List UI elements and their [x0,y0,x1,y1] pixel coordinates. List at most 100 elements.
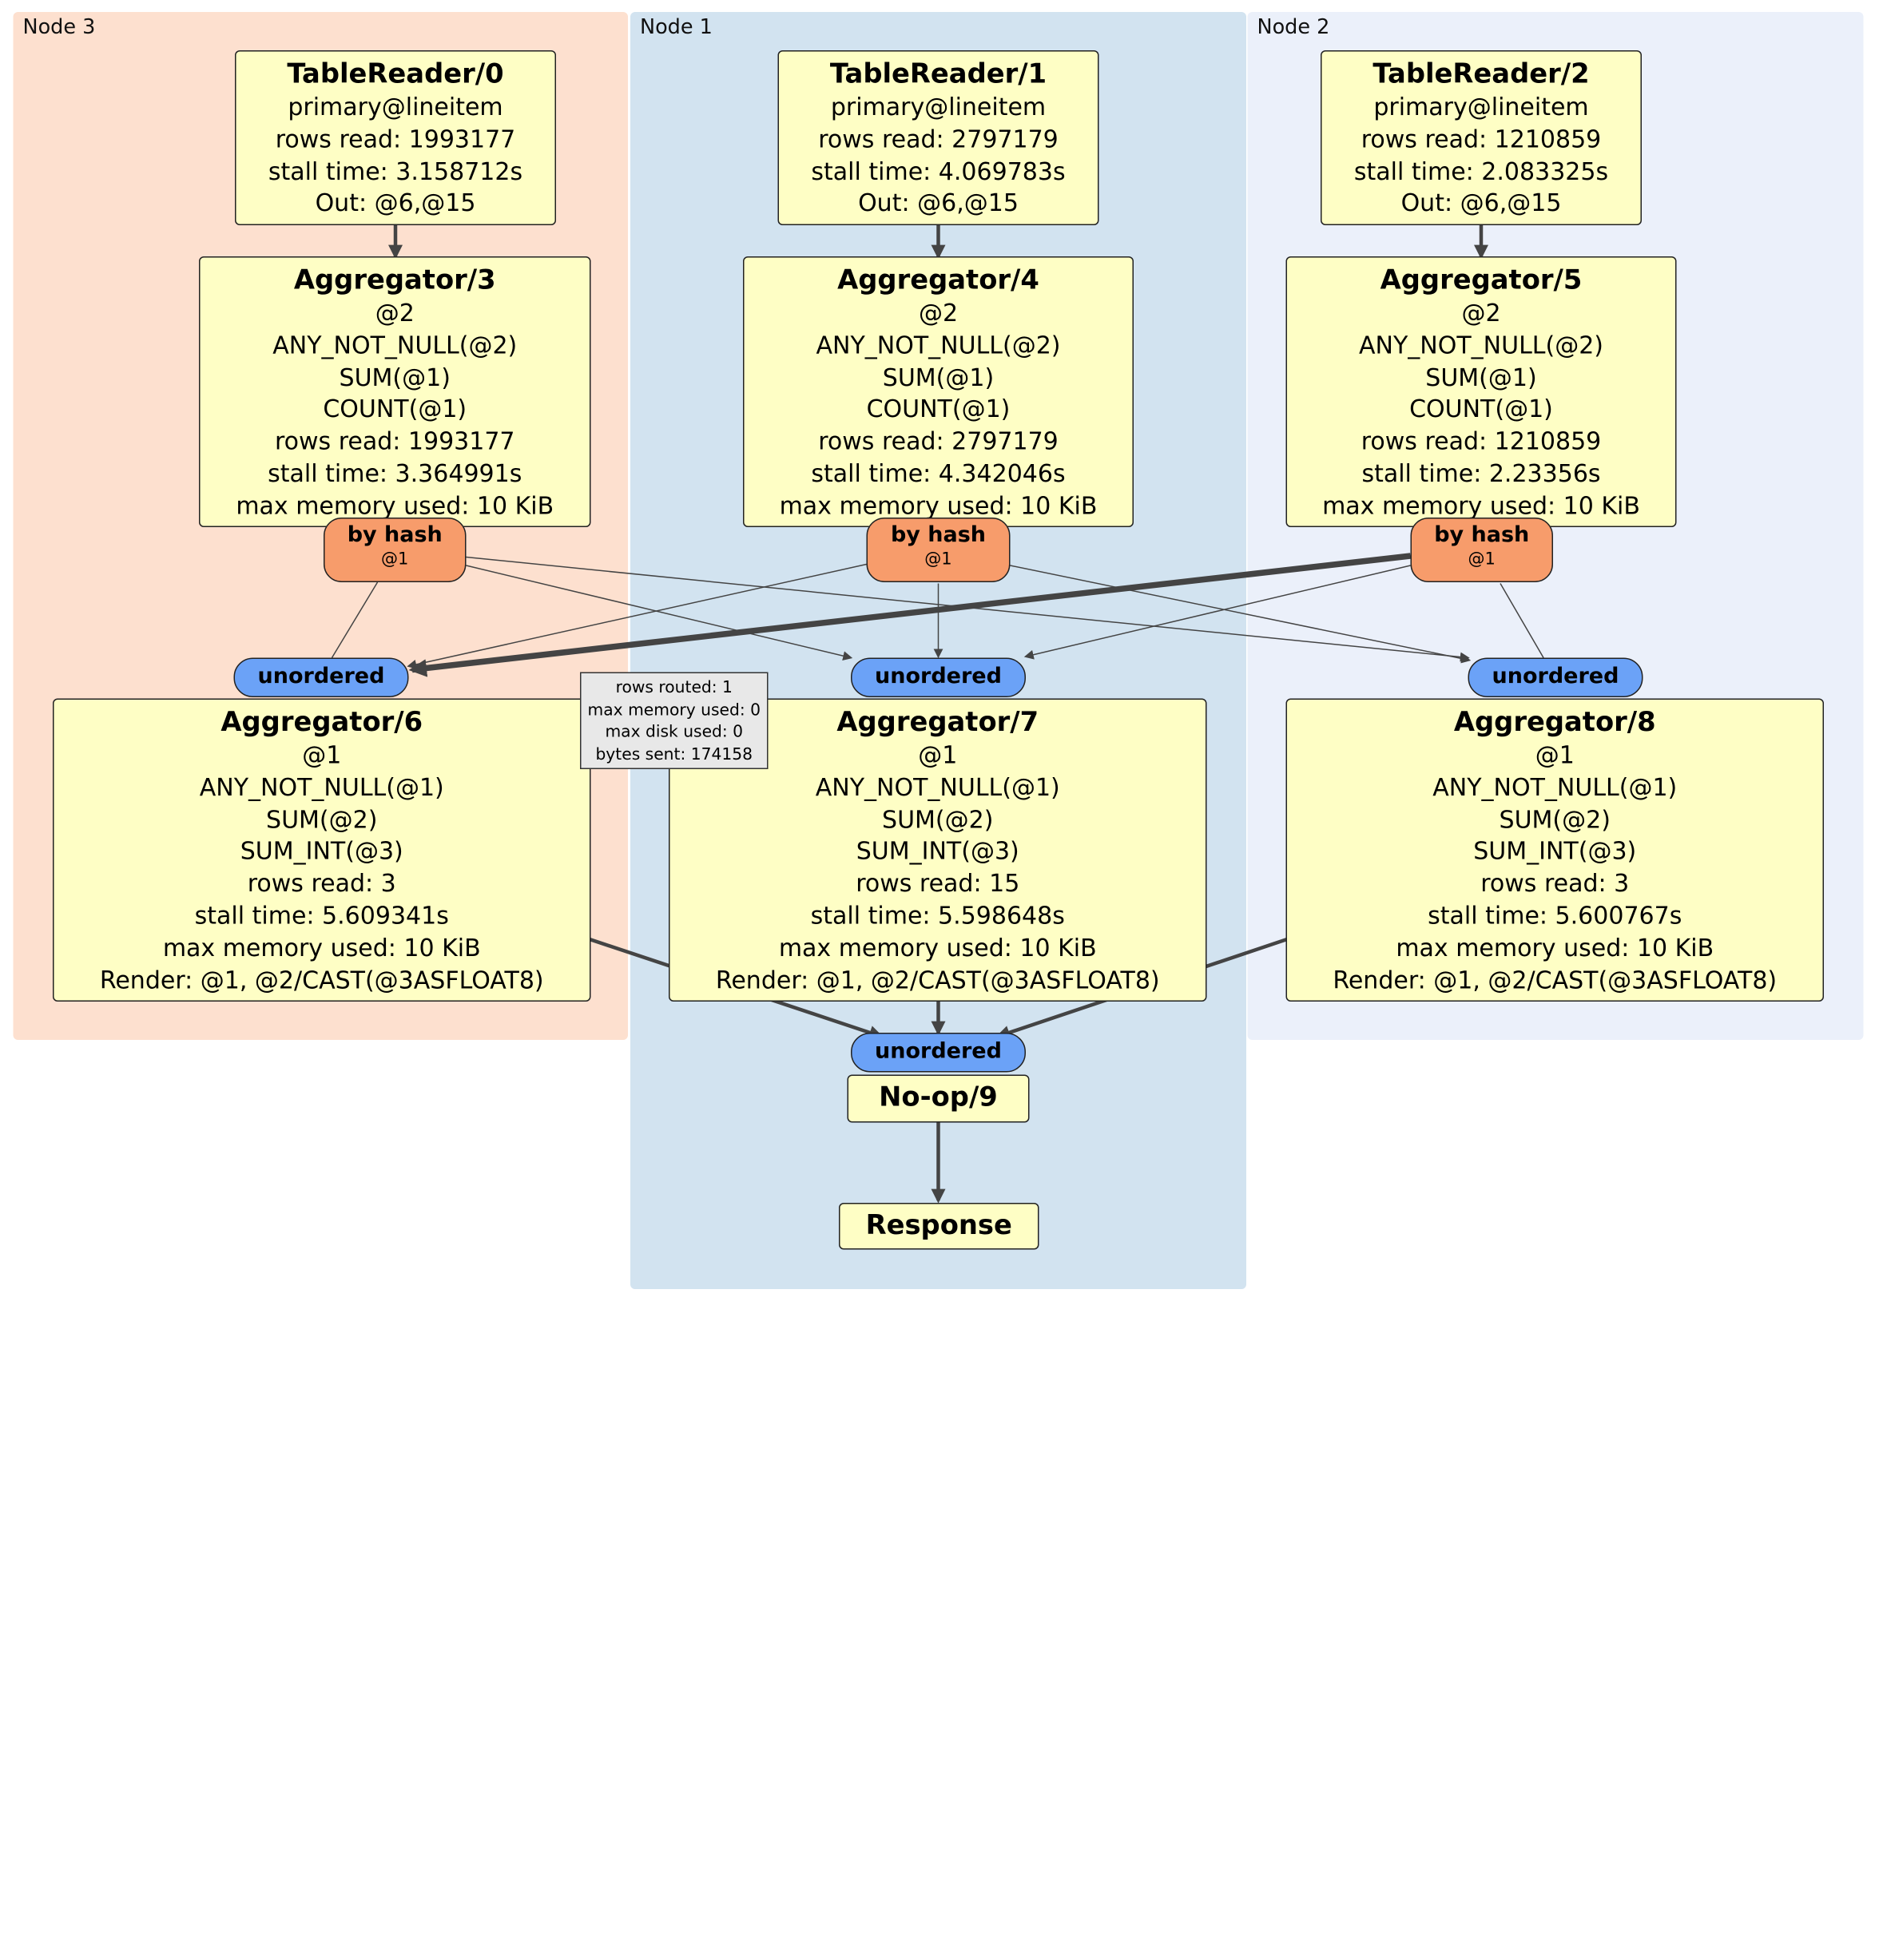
processor-line: Render: @1, @2/CAST(@3ASFLOAT8) [99,965,544,994]
edge-r4-s6 [407,563,867,669]
processor-line: rows read: 3 [247,868,396,898]
processor-line: Render: @1, @2/CAST(@3ASFLOAT8) [715,965,1160,994]
edge-r5-s6 [408,553,1411,677]
processor-line: SUM(@2) [1499,804,1611,834]
router-by-hash-3[interactable]: by hash @1 [324,518,467,582]
node-3-label: Node 3 [22,15,96,40]
processor-line: stall time: 3.158712s [268,156,523,185]
tooltip-line: max disk used: 0 [605,722,744,742]
processor-line: ANY_NOT_NULL(@1) [1432,772,1678,802]
processor-line: stall time: 5.609341s [194,900,449,930]
processor-line: SUM(@2) [882,804,994,834]
edge-r4-s8 [1010,565,1472,664]
response-title: Response [865,1210,1012,1241]
processor-line: stall time: 2.083325s [1353,156,1609,185]
response-node[interactable]: Response [839,1203,1039,1250]
processor-line: max memory used: 10 KiB [236,490,554,520]
processor-line: @2 [918,298,959,327]
router-column: @1 [1468,550,1496,569]
processor-line: COUNT(@1) [1409,395,1553,424]
processor-aggregator-4[interactable]: Aggregator/4 @2 ANY_NOT_NULL(@2) SUM(@1)… [743,256,1134,527]
processor-line: rows read: 1210859 [1361,427,1602,456]
edge-r5-s8 [1500,583,1544,658]
processor-line: rows read: 1993177 [275,124,516,153]
tooltip-line: max memory used: 0 [587,700,761,720]
processor-aggregator-8[interactable]: Aggregator/8 @1 ANY_NOT_NULL(@1) SUM(@2)… [1285,698,1824,1002]
processor-line: max memory used: 10 KiB [1322,490,1640,520]
processor-line: COUNT(@1) [323,395,467,424]
processor-line: primary@lineitem [830,92,1047,121]
processor-title: Aggregator/8 [1453,707,1656,738]
processor-line: rows read: 1993177 [274,427,515,456]
processor-line: @2 [375,298,415,327]
tooltip-line: bytes sent: 174158 [595,744,753,764]
processor-line: stall time: 3.364991s [268,458,522,488]
processor-line: SUM(@1) [339,362,451,391]
processor-line: ANY_NOT_NULL(@1) [199,772,444,802]
processor-line: stall time: 4.069783s [811,156,1066,185]
processor-line: SUM_INT(@3) [240,836,403,866]
processor-line: stall time: 4.342046s [811,458,1066,488]
processor-line: ANY_NOT_NULL(@1) [815,772,1060,802]
edge-r3-s6 [331,581,379,658]
processor-line: Render: @1, @2/CAST(@3ASFLOAT8) [1333,965,1778,994]
processor-line: ANY_NOT_NULL(@2) [816,330,1061,359]
processor-line: @2 [1461,298,1501,327]
processor-noop-9[interactable]: No-op/9 [847,1074,1030,1123]
processor-aggregator-6[interactable]: Aggregator/6 @1 ANY_NOT_NULL(@1) SUM(@2)… [53,698,591,1002]
synchronizer-9[interactable]: unordered [851,1033,1026,1073]
processor-line: SUM_INT(@3) [1473,836,1637,866]
processor-aggregator-3[interactable]: Aggregator/3 @2 ANY_NOT_NULL(@2) SUM(@1)… [199,256,591,527]
processor-title: Aggregator/6 [220,707,423,738]
processor-line: max memory used: 10 KiB [778,933,1097,962]
processor-line: SUM_INT(@3) [856,836,1019,866]
processor-line: SUM(@1) [1425,362,1537,391]
processor-line: max memory used: 10 KiB [1396,933,1714,962]
processor-line: ANY_NOT_NULL(@2) [272,330,518,359]
processor-title: TableReader/2 [1373,58,1590,90]
processor-line: max memory used: 10 KiB [162,933,481,962]
processor-line: rows read: 15 [856,868,1020,898]
router-title: by hash [1434,522,1530,548]
processor-aggregator-5[interactable]: Aggregator/5 @2 ANY_NOT_NULL(@2) SUM(@1)… [1285,256,1677,527]
processor-line: rows read: 2797179 [818,427,1059,456]
processor-line: ANY_NOT_NULL(@2) [1359,330,1603,359]
processor-line: @1 [1535,740,1575,769]
processor-title: Aggregator/5 [1380,264,1583,296]
edge-stats-tooltip: rows routed: 1 max memory used: 0 max di… [580,672,769,769]
processor-line: Out: @6,@15 [315,188,476,218]
router-by-hash-5[interactable]: by hash @1 [1410,518,1553,582]
router-title: by hash [347,522,443,548]
processor-tablereader-0[interactable]: TableReader/0 primary@lineitem rows read… [235,50,556,225]
processor-tablereader-1[interactable]: TableReader/1 primary@lineitem rows read… [777,50,1099,225]
processor-line: Out: @6,@15 [1400,188,1562,218]
edge-r3-s7 [466,565,853,661]
synchronizer-7[interactable]: unordered [851,657,1026,697]
processor-line: rows read: 1210859 [1361,124,1602,153]
node-2-label: Node 2 [1257,15,1330,40]
processor-title: No-op/9 [879,1081,998,1113]
processor-line: Out: @6,@15 [858,188,1019,218]
processor-title: Aggregator/7 [836,707,1039,738]
processor-line: stall time: 5.600767s [1428,900,1682,930]
router-by-hash-4[interactable]: by hash @1 [866,518,1011,582]
processor-line: @1 [918,740,958,769]
router-column: @1 [381,550,409,569]
synchronizer-8[interactable]: unordered [1468,657,1643,697]
processor-line: max memory used: 10 KiB [779,490,1098,520]
processor-title: TableReader/0 [287,58,504,90]
edge-r5-s7 [1023,565,1411,660]
node-1-label: Node 1 [640,15,713,40]
router-column: @1 [924,550,952,569]
synchronizer-6[interactable]: unordered [233,657,409,697]
processor-line: primary@lineitem [288,92,503,121]
processor-title: Aggregator/3 [293,264,496,296]
processor-line: stall time: 2.23356s [1361,458,1601,488]
processor-line: stall time: 5.598648s [810,900,1065,930]
router-title: by hash [890,522,987,548]
processor-title: TableReader/1 [829,58,1047,90]
tooltip-line: rows routed: 1 [615,678,733,697]
processor-tablereader-2[interactable]: TableReader/2 primary@lineitem rows read… [1321,50,1642,225]
processor-title: Aggregator/4 [837,264,1039,296]
